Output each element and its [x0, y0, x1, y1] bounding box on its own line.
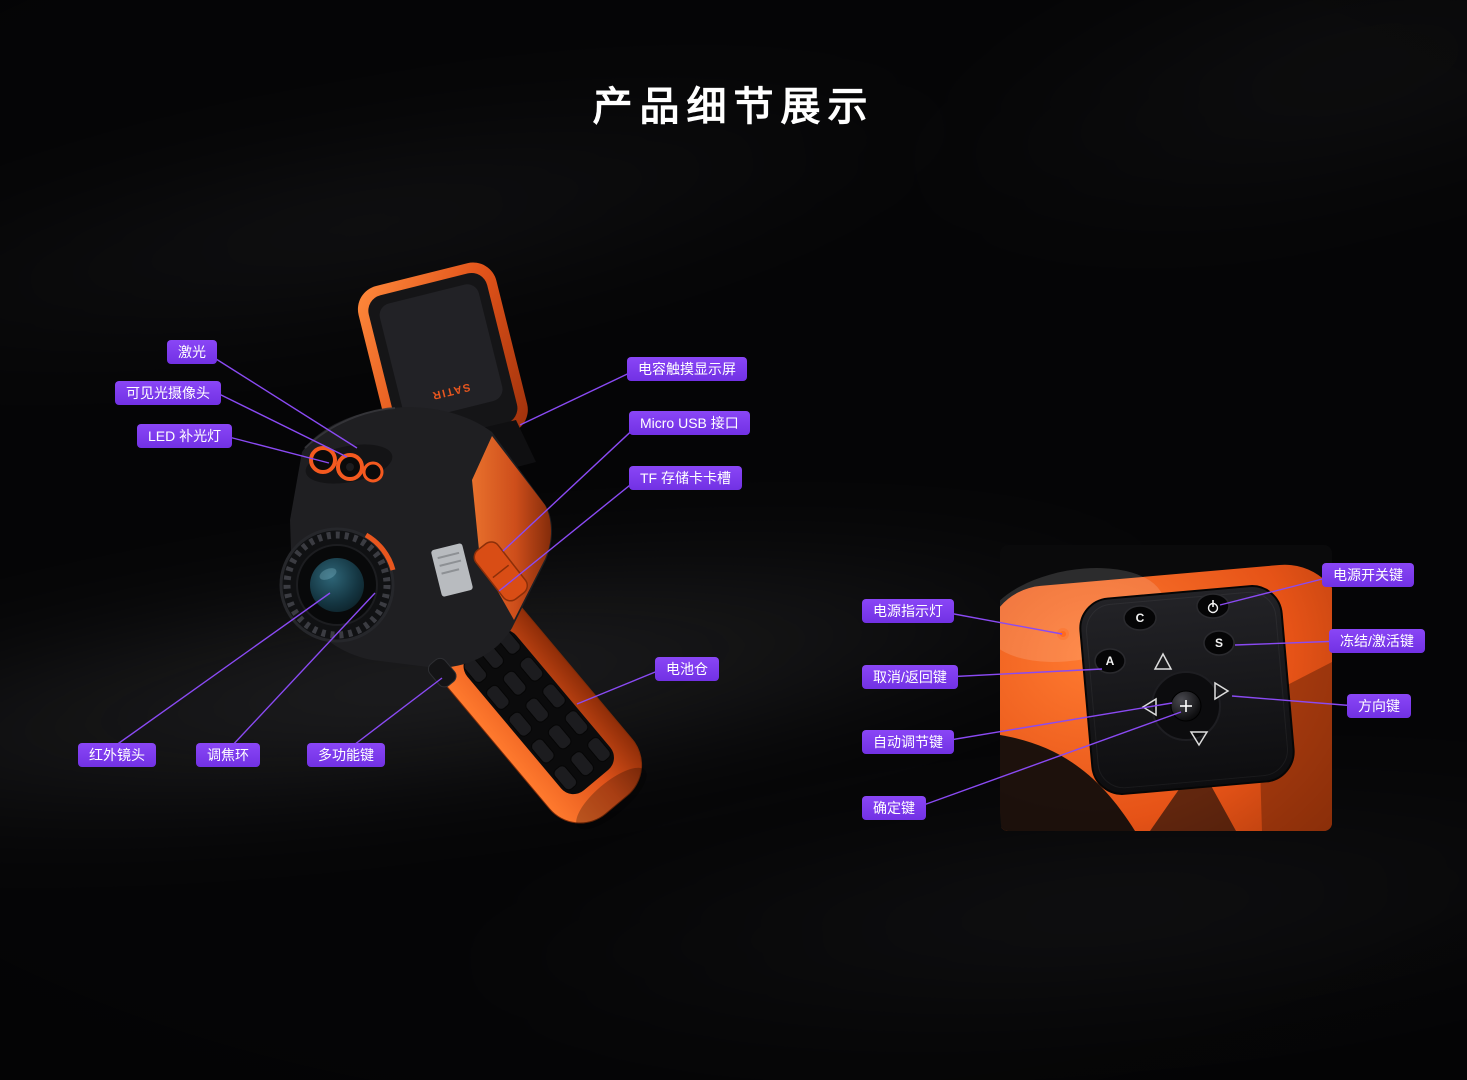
- callout-line-multi-function: [349, 677, 443, 749]
- callout-line-battery: [576, 667, 666, 705]
- callout-battery: 电池仓: [655, 657, 719, 681]
- callout-micro-usb: Micro USB 接口: [629, 411, 750, 435]
- page-title: 产品细节展示: [592, 85, 875, 129]
- callout-touch-screen: 电容触摸显示屏: [627, 357, 747, 381]
- callout-focus-ring: 调焦环: [196, 743, 260, 767]
- callout-line-ir-lens: [111, 592, 331, 749]
- callout-auto-adjust: 自动调节键: [862, 730, 954, 754]
- lens-glass: [310, 558, 364, 612]
- callout-direction: 方向键: [1347, 694, 1411, 718]
- callout-confirm: 确定键: [862, 796, 926, 820]
- camera-pupil: [346, 463, 354, 471]
- callout-power-indicator: 电源指示灯: [862, 599, 954, 623]
- callout-visible-camera: 可见光摄像头: [115, 381, 221, 405]
- button-a-label: A: [1106, 654, 1115, 668]
- callout-ir-lens: 红外镜头: [78, 743, 156, 767]
- laser-emitter: [309, 446, 337, 474]
- callout-power-switch: 电源开关键: [1322, 563, 1414, 587]
- control-panel-closeup: C A S: [1000, 545, 1332, 831]
- callout-laser: 激光: [167, 340, 217, 364]
- button-c-label: C: [1136, 611, 1145, 625]
- callout-tf-card: TF 存储卡卡槽: [629, 466, 742, 490]
- callout-multi-function: 多功能键: [307, 743, 385, 767]
- callout-line-visible-camera: [214, 391, 348, 458]
- callout-led-light: LED 补光灯: [137, 424, 233, 448]
- callout-cancel-return: 取消/返回键: [862, 665, 958, 689]
- callout-line-touch-screen: [519, 367, 641, 426]
- led-fill-light: [362, 461, 384, 483]
- callout-freeze-activate: 冻结/激活键: [1329, 629, 1425, 653]
- ir-lens-assembly: [279, 527, 396, 643]
- button-s-label: S: [1215, 636, 1223, 650]
